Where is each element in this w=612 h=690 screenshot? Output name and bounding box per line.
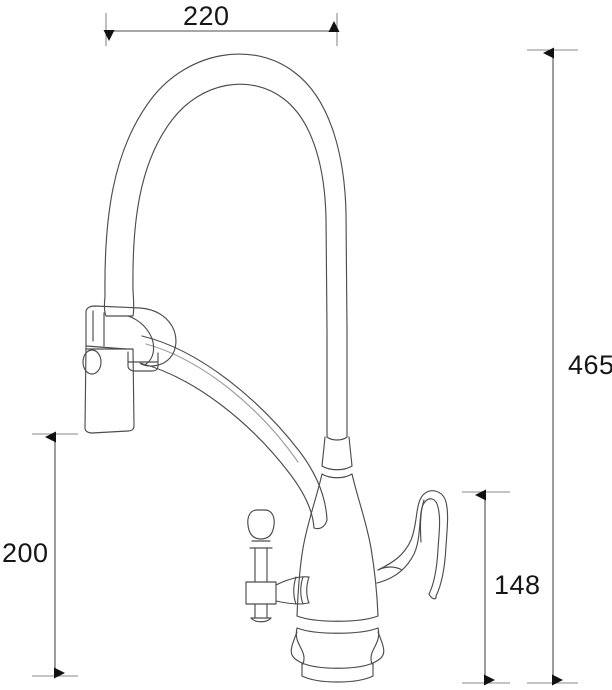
column-collar-band	[321, 473, 353, 479]
gooseneck-inner-wall	[132, 83, 328, 331]
spray-hose-lower-edge	[139, 362, 315, 529]
spray-head-latch-tab	[127, 351, 159, 372]
base-collar-ring-mid	[296, 627, 379, 634]
spray-head-knuckle-inner	[127, 315, 155, 365]
spray-mode-button	[82, 349, 102, 375]
left-handle-arm-bottom	[275, 600, 309, 605]
base-pedestal-right	[370, 627, 380, 665]
gooseneck-outer-wall	[104, 53, 348, 331]
column-collar-ring-upper	[326, 436, 348, 441]
column-body-left	[296, 473, 323, 617]
base-pedestal-foot-top	[301, 662, 374, 669]
column-collar-flare	[321, 436, 353, 467]
right-handle-loop-outer	[377, 490, 449, 597]
spray-head-knuckle-seam	[85, 311, 127, 350]
right-handle-hub-ring-a	[419, 499, 425, 543]
spray-hose-upper-edge	[141, 335, 328, 521]
spray-hose-tip-join	[313, 519, 328, 530]
dim-465-group	[527, 47, 578, 686]
left-handle-arm-ring-b	[300, 576, 304, 605]
left-handle-lower-cap	[250, 617, 272, 623]
base-pedestal-flare-right	[372, 631, 385, 664]
column-collar-ring-lower	[321, 465, 353, 471]
dimension-label-148: 148	[494, 570, 541, 600]
dim-220-group	[103, 13, 340, 46]
faucet-outline-group	[82, 53, 449, 683]
spray-head-knuckle	[85, 305, 177, 367]
left-handle-finial	[247, 509, 275, 540]
right-handle-loop-inner	[376, 498, 441, 595]
left-handle-hub	[245, 581, 277, 605]
dimension-label-200: 200	[2, 538, 49, 568]
dim-200-group	[32, 431, 78, 679]
column-body-right	[351, 473, 379, 617]
base-pedestal-foot-bottom	[301, 675, 374, 683]
left-handle-arm-ring-c	[306, 576, 310, 604]
right-handle-hub-top	[377, 566, 403, 571]
hose-shadow-line	[145, 343, 299, 463]
dimension-label-465: 465	[568, 350, 612, 380]
base-pedestal-left	[295, 627, 305, 665]
left-handle-arm-top	[275, 576, 310, 586]
dimension-label-220: 220	[183, 1, 230, 31]
left-handle-arm-ring-a	[293, 576, 297, 605]
spray-head-cuff	[103, 289, 135, 317]
spray-head-barrel	[84, 345, 135, 434]
dim-148-group	[462, 489, 510, 686]
base-pedestal-flare-left	[290, 631, 303, 664]
base-collar-ring-top	[296, 615, 379, 622]
right-handle-base	[428, 593, 437, 600]
dimension-annotations-group	[32, 13, 578, 686]
